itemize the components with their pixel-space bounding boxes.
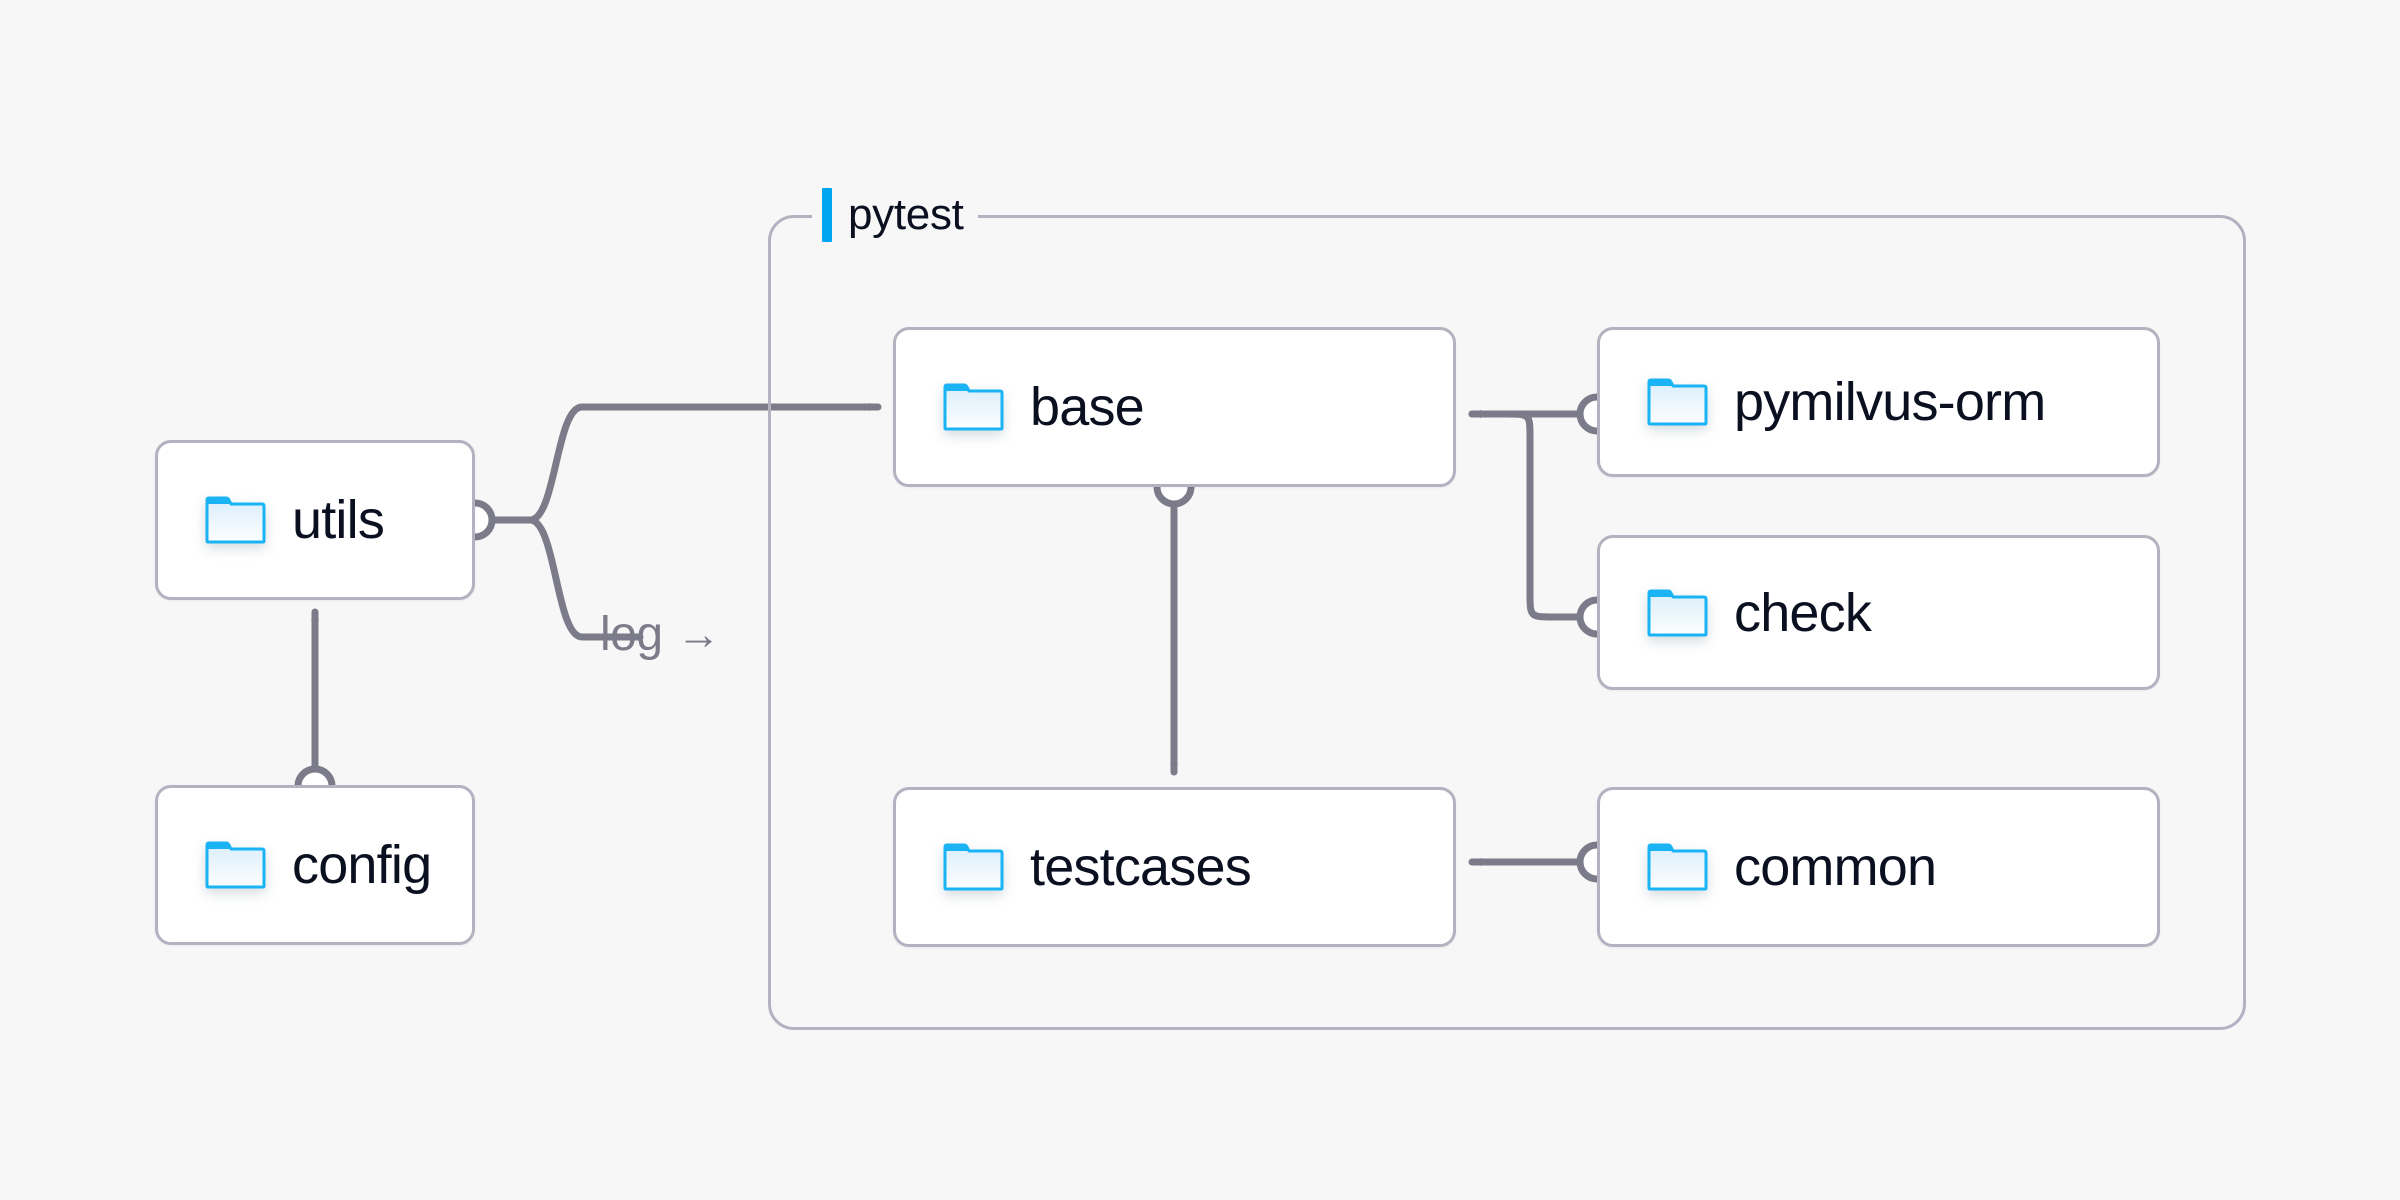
node-config[interactable]: config (155, 785, 475, 945)
node-label: testcases (1030, 837, 1252, 897)
node-common[interactable]: common (1597, 787, 2160, 947)
edge-label-log: log → (600, 607, 721, 662)
node-label: common (1734, 837, 1937, 897)
folder-icon (205, 496, 266, 544)
node-label: pymilvus-orm (1734, 372, 2046, 432)
folder-icon (943, 843, 1004, 891)
arrow-right-icon: → (676, 609, 721, 659)
node-label: check (1734, 582, 1872, 643)
folder-icon (205, 841, 266, 889)
group-title: pytest (848, 190, 964, 239)
folder-icon (1647, 843, 1708, 891)
node-check[interactable]: check (1597, 535, 2160, 690)
vertical-bar-accent-icon (822, 188, 832, 242)
node-label: utils (292, 490, 385, 550)
node-pymilvus-orm[interactable]: pymilvus-orm (1597, 327, 2160, 477)
folder-icon (1647, 378, 1708, 426)
folder-icon (1647, 589, 1708, 636)
folder-icon (943, 383, 1004, 431)
group-container-pytest[interactable] (768, 215, 2246, 1030)
node-base[interactable]: base (893, 327, 1456, 487)
node-label: config (292, 835, 432, 895)
node-testcases[interactable]: testcases (893, 787, 1456, 947)
node-utils[interactable]: utils (155, 440, 475, 600)
group-label-pytest: pytest (812, 185, 978, 245)
edge-label-text: log (600, 608, 663, 661)
node-label: base (1030, 377, 1145, 437)
